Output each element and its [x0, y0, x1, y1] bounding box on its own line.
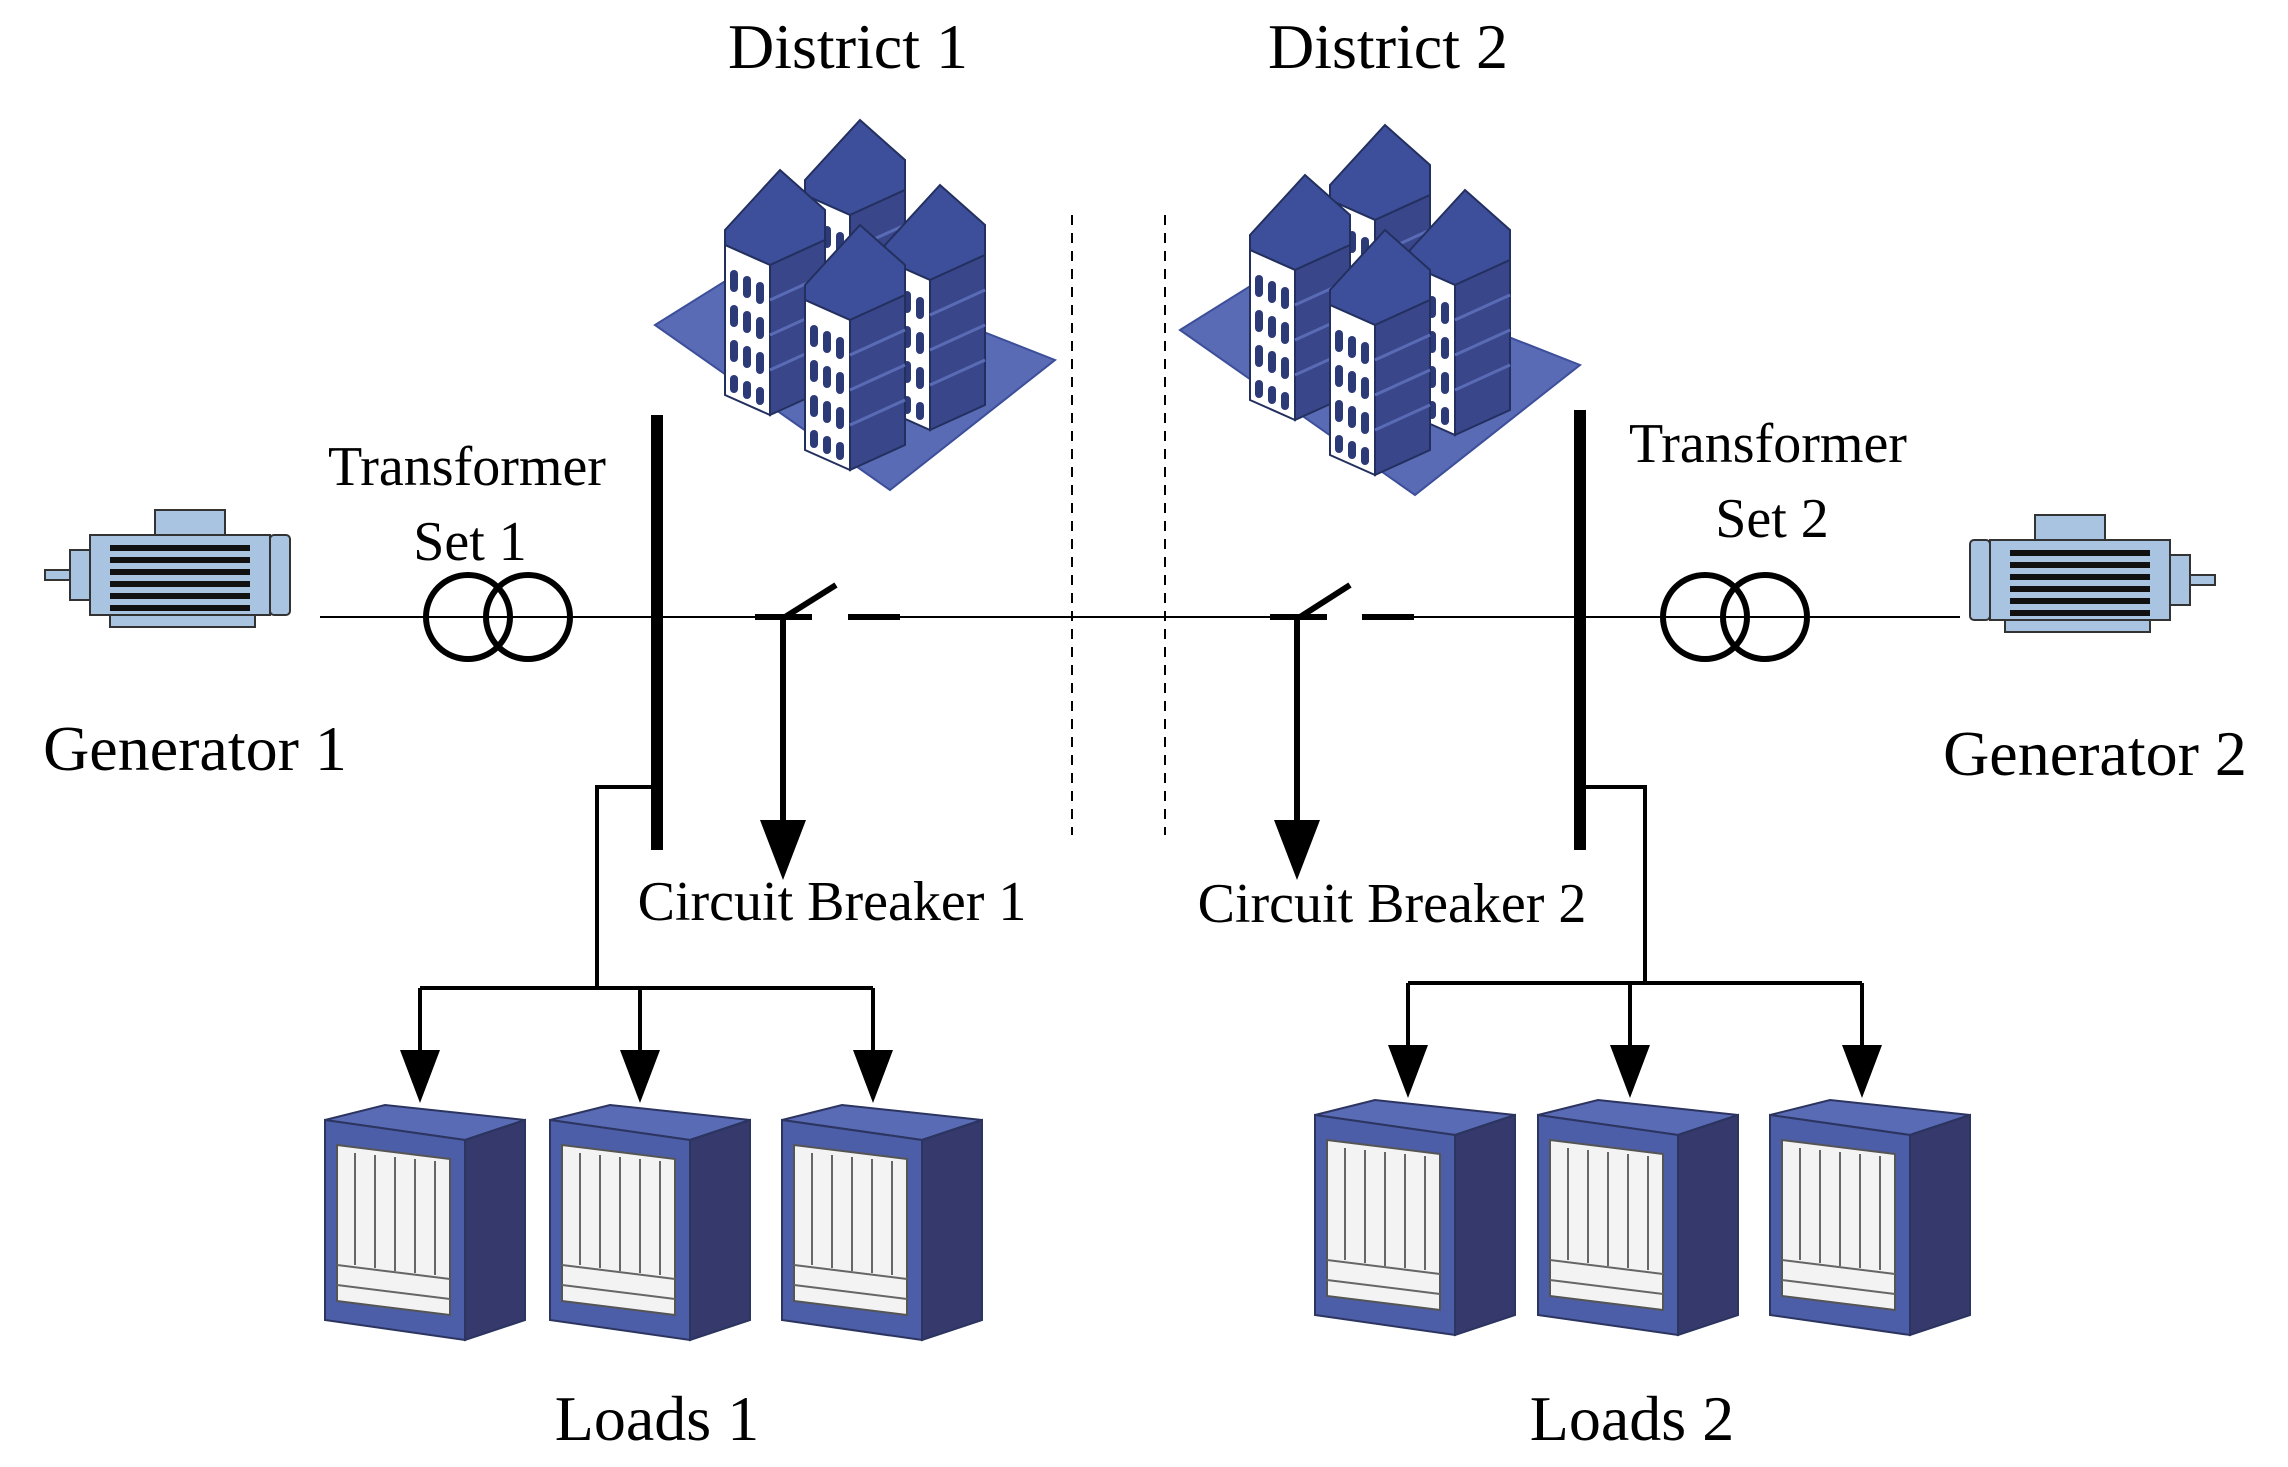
- transformer-1-label-line2: Set 1: [413, 511, 527, 573]
- transformer-1-icon: [423, 572, 573, 662]
- load-2-cabinet-1: [1314, 1099, 1516, 1336]
- district-1-label: District 1: [728, 11, 968, 82]
- load-1-cabinet-1: [324, 1104, 526, 1341]
- district-2-buildings: [1180, 125, 1580, 495]
- circuit-breaker-1-arrow: [760, 820, 806, 880]
- transformer-2-label-line2: Set 2: [1715, 488, 1829, 550]
- circuit-breaker-1-symbol: [755, 582, 900, 830]
- circuit-breaker-1-label: Circuit Breaker 1: [638, 871, 1027, 933]
- circuit-breaker-2-symbol: [1270, 582, 1414, 830]
- generator-1-icon: [44, 509, 291, 628]
- district-1-buildings: [655, 120, 1055, 490]
- load-2-cabinet-2: [1537, 1099, 1739, 1336]
- loads-1-arrows: [400, 1050, 893, 1103]
- load-1-cabinet-3: [781, 1104, 983, 1341]
- load-2-cabinet-3: [1769, 1099, 1971, 1336]
- loads-2-label: Loads 2: [1530, 1383, 1734, 1454]
- load-1-cabinet-2: [549, 1104, 751, 1341]
- circuit-breaker-2-arrow: [1274, 820, 1320, 880]
- loads-2-feeder: [1406, 785, 1864, 1055]
- circuit-breaker-2-label: Circuit Breaker 2: [1198, 873, 1587, 935]
- transformer-1-label-line1: Transformer: [328, 436, 606, 498]
- loads-2-arrows: [1388, 1045, 1882, 1098]
- loads-1-feeder: [418, 785, 875, 1060]
- transformer-2-icon: [1660, 572, 1810, 662]
- generator-2-label: Generator 2: [1943, 718, 2247, 789]
- loads-1-label: Loads 1: [555, 1383, 759, 1454]
- generator-1-label: Generator 1: [43, 713, 347, 784]
- district-2-label: District 2: [1268, 11, 1508, 82]
- transformer-2-label-line1: Transformer: [1629, 413, 1907, 475]
- generator-2-icon: [1969, 514, 2216, 633]
